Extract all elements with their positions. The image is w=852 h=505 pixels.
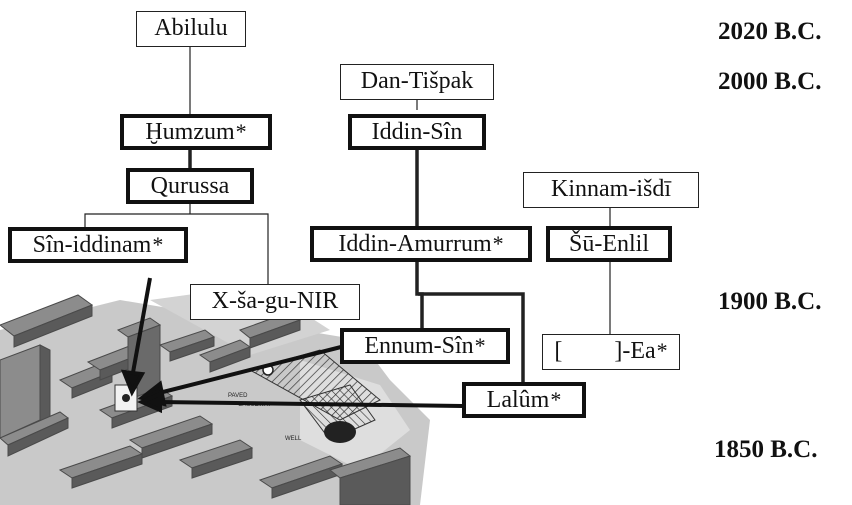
ruler-name: Qurussa [150,173,230,199]
ruler-name: Ennum-Sîn [364,333,474,359]
star-marker: * [152,232,164,257]
ruler-name: Dan-Tišpak [360,68,474,94]
ruler-box-su-enlil: Šū-Enlil [546,226,672,262]
ruler-box-ennum-sin: Ennum-Sîn* [340,328,510,364]
ruler-name: Lalûm [486,387,550,413]
star-marker: * [235,119,247,144]
date-2000-bc: 2000 B.C. [718,68,822,95]
ruler-name: Iddin-Amurrum [338,231,492,257]
plan-buildings [0,294,412,505]
star-marker: * [474,333,486,358]
ruler-box-sin-iddinam: Sîn-iddinam* [8,227,188,263]
ruler-box-x-sa-gu-nir: X-ša-gu-NIR [190,284,360,320]
star-marker: * [656,338,668,363]
ruler-box-iddin-amurrum: Iddin-Amurrum* [310,226,532,262]
date-1850-bc: 1850 B.C. [714,436,818,463]
date-2020-bc: 2020 B.C. [718,18,822,45]
date-1900-bc: 1900 B.C. [718,288,822,315]
ruler-name: Ḫumzum [145,119,235,145]
line-qurussa-branches [84,213,269,286]
ruler-box-qurussa: Qurussa [126,168,254,204]
ruler-box-kinnam-isdi: Kinnam-išdī [523,172,699,208]
ruler-name: Iddin-Sîn [371,119,463,145]
star-marker: * [550,387,562,412]
ruler-name: Šū-Enlil [568,231,649,257]
ruler-name: Kinnam-išdī [551,176,671,202]
line-iddinamurrum-lalum [418,292,525,382]
ruler-box-abilulu: Abilulu [136,11,246,47]
causeway-label-line1: PAVED [228,393,248,399]
ruler-name-prefix: [ [554,338,563,364]
star-marker: * [492,231,504,256]
ruler-box-humzum: Ḫumzum* [120,114,272,150]
ruler-box-lalum: Lalûm* [462,382,586,418]
ruler-name: Abilulu [154,15,228,41]
well-label: WELL [285,436,302,442]
ruler-box-iddin-sin: Iddin-Sîn [348,114,486,150]
ruler-box-dan-tispak: Dan-Tišpak [340,64,494,100]
ruler-name: X-ša-gu-NIR [211,288,339,314]
location-arrows [120,277,463,414]
ruler-name-suffix: ]-Ea [614,338,656,364]
ruler-box-ea: [ ]-Ea* [542,334,680,370]
ruler-name: Sîn-iddinam [32,232,152,258]
